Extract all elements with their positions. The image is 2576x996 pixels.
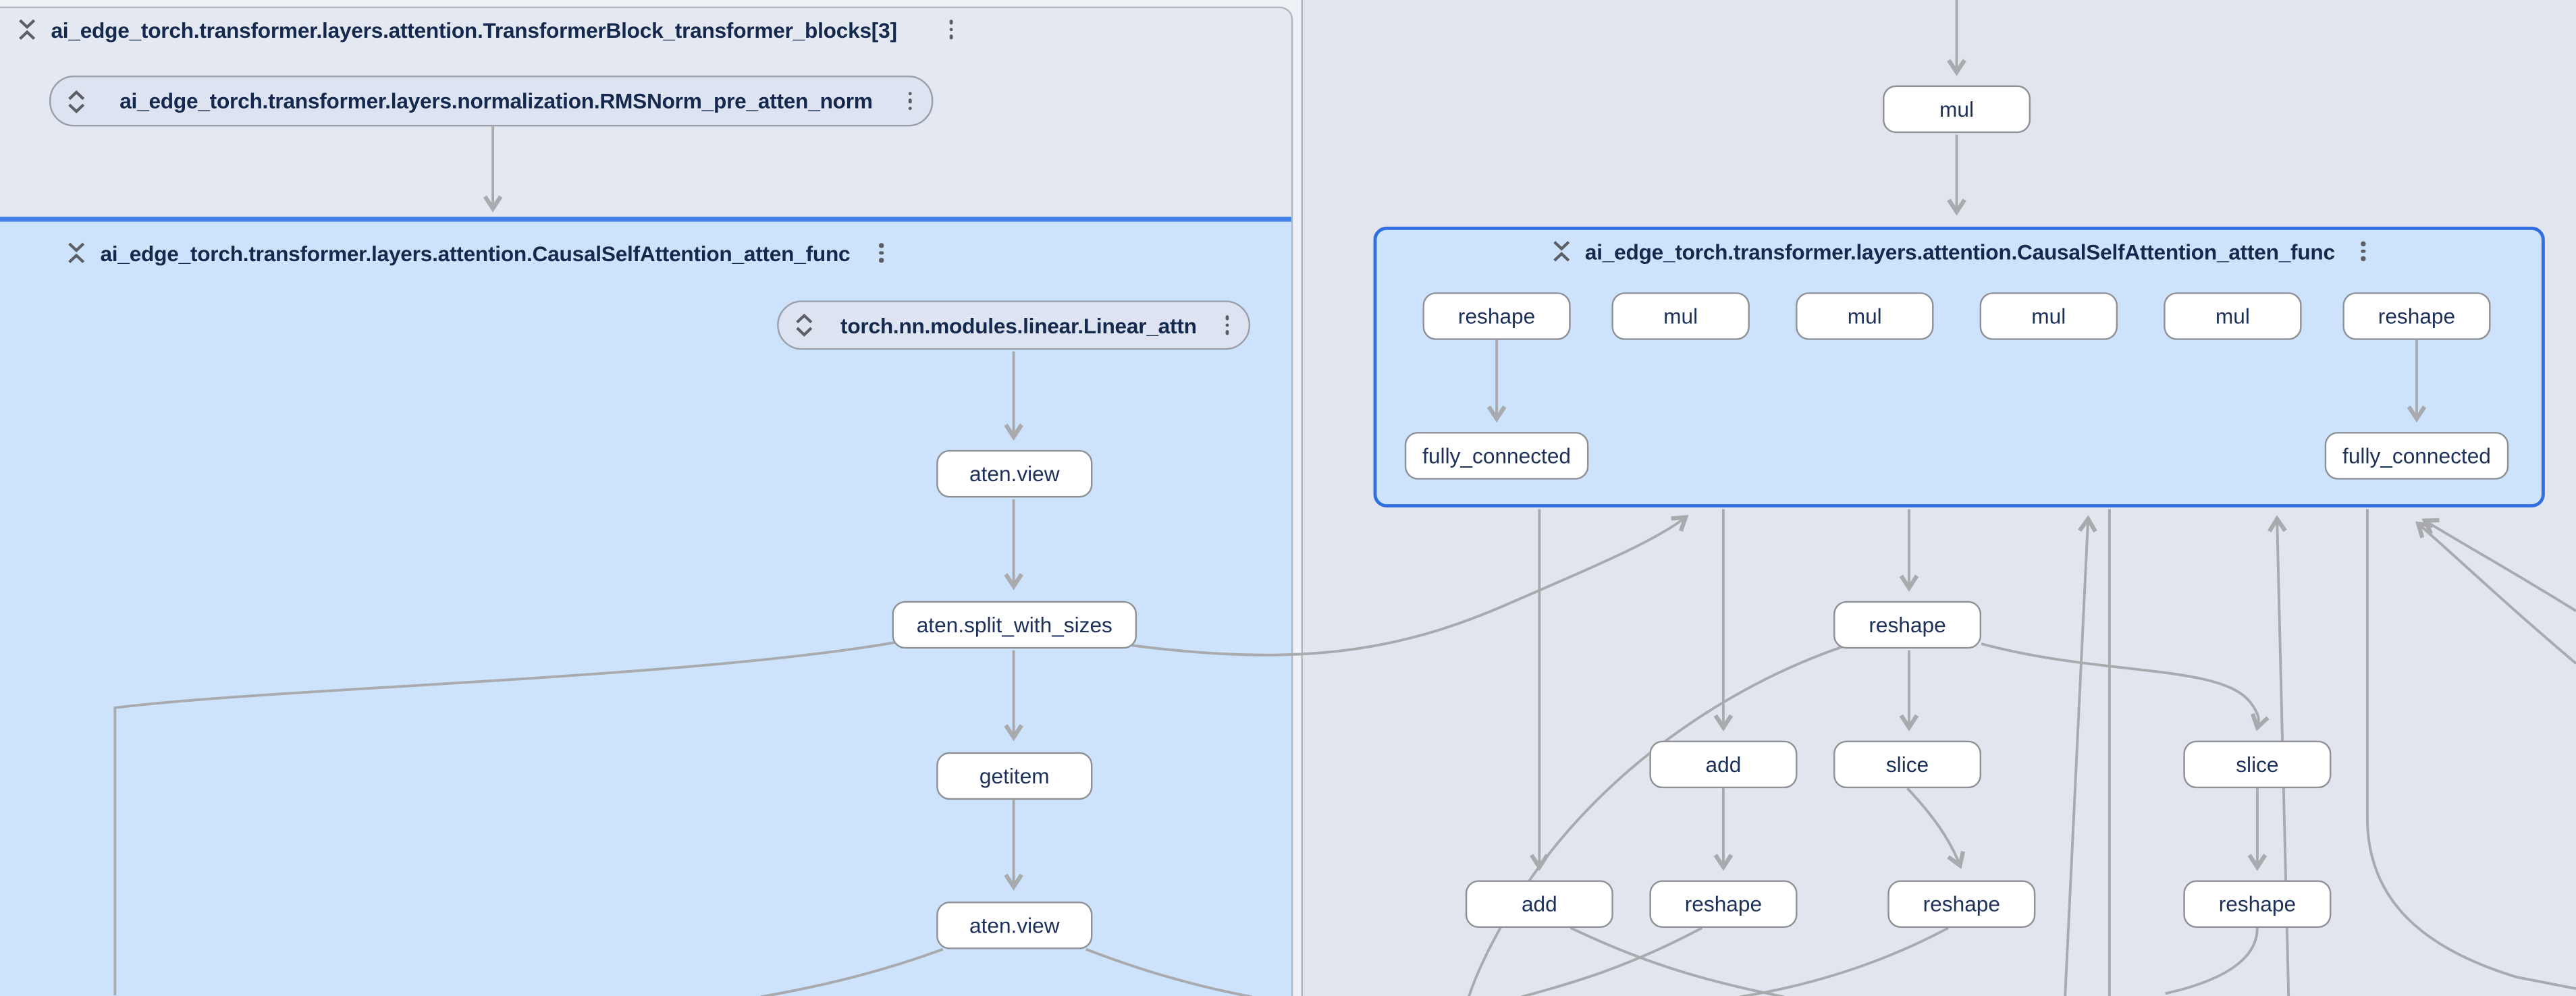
op-node-add[interactable]: add [1649, 740, 1798, 789]
module-rmsnorm-pre-atten-norm[interactable]: ai_edge_torch.transformer.layers.normali… [49, 75, 934, 127]
unfold-less-icon[interactable] [65, 242, 87, 265]
more-vert-icon[interactable] [876, 242, 886, 265]
transformer-block-header[interactable]: ai_edge_torch.transformer.layers.attenti… [16, 15, 956, 45]
op-node-aten-view[interactable]: aten.view [936, 449, 1093, 498]
more-vert-icon[interactable] [1223, 314, 1233, 337]
attention-group-right-header[interactable]: ai_edge_torch.transformer.layers.attenti… [1374, 236, 2545, 266]
op-node-fully-connected[interactable]: fully_connected [1404, 432, 1589, 480]
unfold-more-icon[interactable] [793, 313, 815, 337]
op-node-mul[interactable]: mul [1979, 292, 2118, 340]
op-node-mul[interactable]: mul [1611, 292, 1750, 340]
module-linear-attn[interactable]: torch.nn.modules.linear.Linear_attn [777, 300, 1251, 350]
module-label: torch.nn.modules.linear.Linear_attn [840, 312, 1197, 338]
attention-group-left-title: ai_edge_torch.transformer.layers.attenti… [100, 240, 851, 266]
op-node-aten-split-with-sizes[interactable]: aten.split_with_sizes [892, 601, 1137, 649]
unfold-more-icon[interactable] [65, 89, 87, 113]
op-node-mul[interactable]: mul [1883, 85, 2031, 134]
op-node-add[interactable]: add [1465, 880, 1613, 929]
op-node-reshape[interactable]: reshape [1887, 880, 2036, 929]
more-vert-icon[interactable] [2358, 240, 2368, 262]
op-node-slice[interactable]: slice [1833, 740, 1982, 789]
op-node-reshape[interactable]: reshape [1833, 601, 1982, 649]
transformer-block-title: ai_edge_torch.transformer.layers.attenti… [51, 17, 897, 43]
unfold-less-icon[interactable] [1551, 240, 1572, 262]
op-node-slice[interactable]: slice [2183, 740, 2332, 789]
attention-group-left-header[interactable]: ai_edge_torch.transformer.layers.attenti… [65, 238, 886, 268]
unfold-less-icon[interactable] [16, 18, 38, 41]
module-label: ai_edge_torch.transformer.layers.normali… [119, 88, 873, 113]
op-node-reshape[interactable]: reshape [2342, 292, 2491, 340]
op-node-getitem[interactable]: getitem [936, 752, 1093, 800]
op-node-reshape[interactable]: reshape [2183, 880, 2332, 929]
more-vert-icon[interactable] [905, 90, 915, 113]
attention-group-right-title: ai_edge_torch.transformer.layers.attenti… [1584, 239, 2335, 264]
op-node-aten-view[interactable]: aten.view [936, 902, 1093, 949]
more-vert-icon[interactable] [946, 18, 957, 41]
op-node-fully-connected[interactable]: fully_connected [2324, 432, 2509, 480]
op-node-reshape[interactable]: reshape [1649, 880, 1798, 929]
op-node-mul[interactable]: mul [1796, 292, 1934, 340]
op-node-reshape[interactable]: reshape [1422, 292, 1571, 340]
op-node-mul[interactable]: mul [2164, 292, 2302, 340]
